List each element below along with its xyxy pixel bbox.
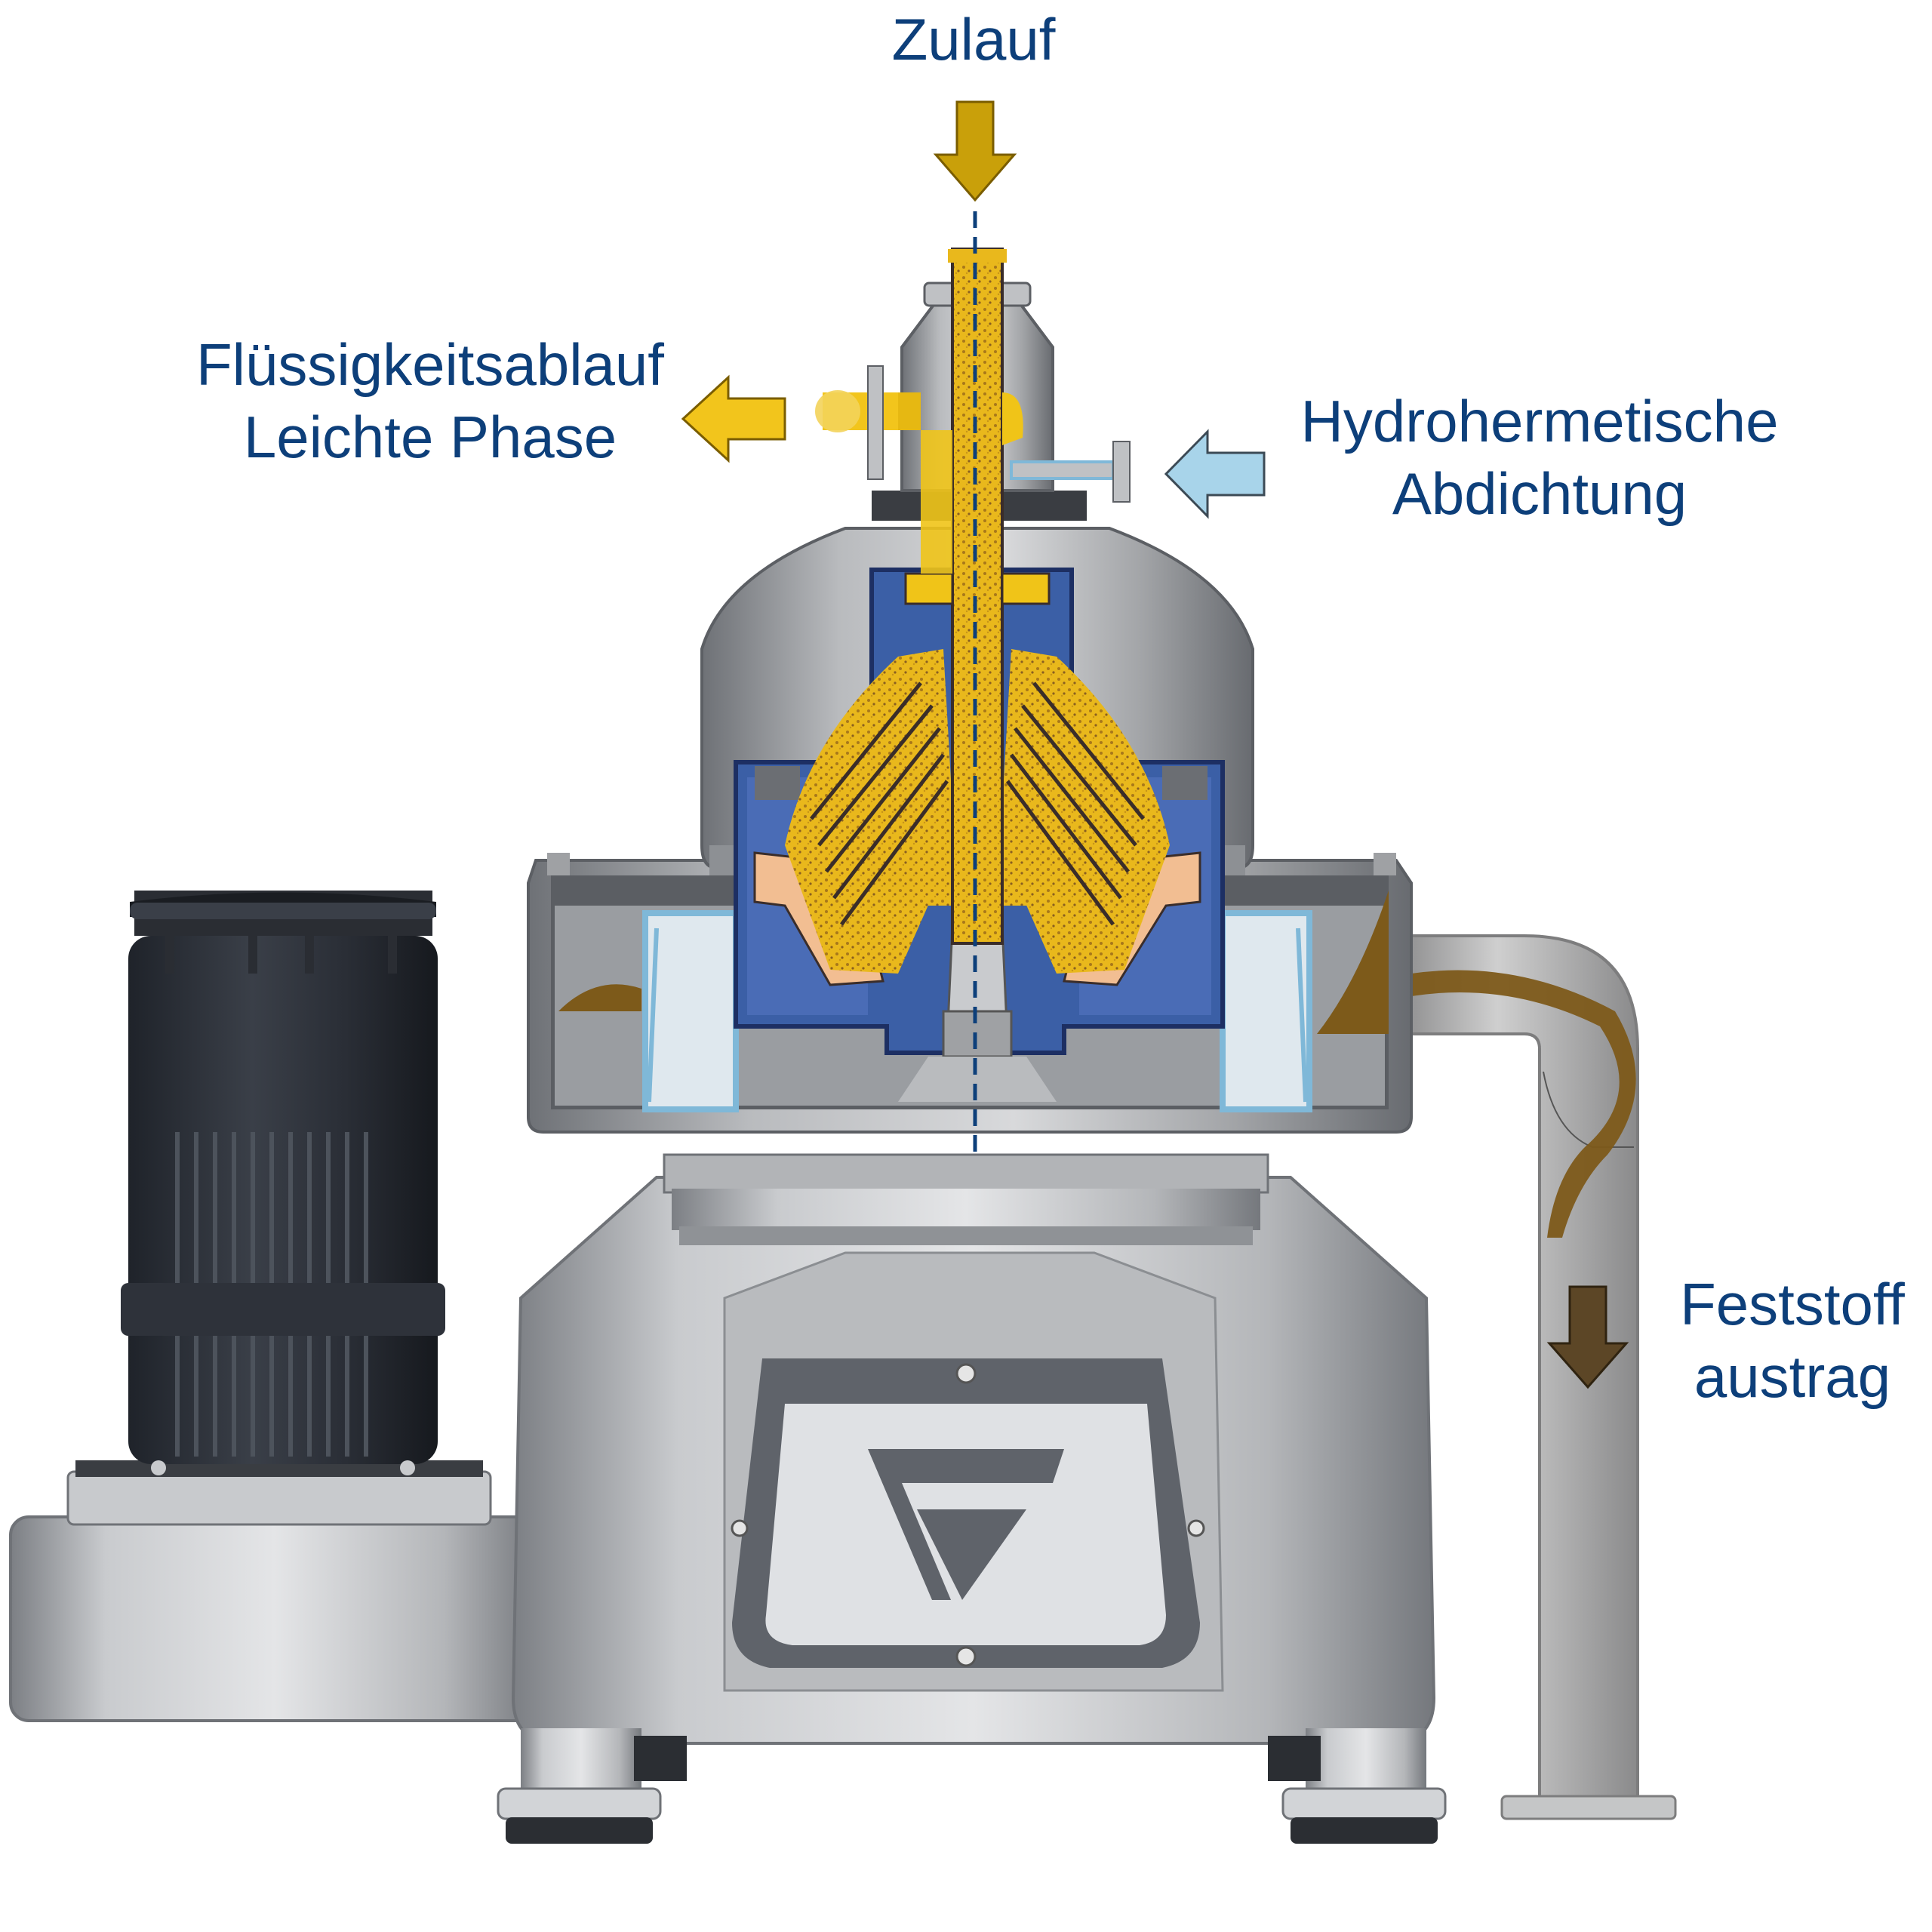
label-zulauf: Zulauf	[815, 3, 1132, 75]
label-zulauf-text: Zulauf	[815, 3, 1132, 75]
label-feststoffaustrag: Feststoff austrag	[1653, 1268, 1932, 1413]
label-feststoff-line2: austrag	[1653, 1340, 1932, 1413]
label-hydrohermetische-abdichtung: Hydrohermetische Abdichtung	[1275, 385, 1804, 530]
arrow-down-icon	[936, 102, 1014, 200]
label-fluessigkeitsablauf: Flüssigkeitsablauf Leichte Phase	[158, 328, 702, 473]
frame-neck	[664, 1155, 1268, 1245]
label-fluessigkeitsablauf-line2: Leichte Phase	[158, 401, 702, 473]
machine-feet	[498, 1728, 1445, 1844]
machine-frame	[513, 1177, 1434, 1743]
label-fluessigkeitsablauf-line1: Flüssigkeitsablauf	[158, 328, 702, 401]
arrow-left-icon	[1166, 432, 1264, 516]
label-feststoff-line1: Feststoff	[1653, 1268, 1932, 1340]
motor-base	[11, 1460, 539, 1721]
label-hydrohermetische-line2: Abdichtung	[1275, 457, 1804, 530]
motor	[121, 891, 445, 1475]
label-hydrohermetische-line1: Hydrohermetische	[1275, 385, 1804, 457]
